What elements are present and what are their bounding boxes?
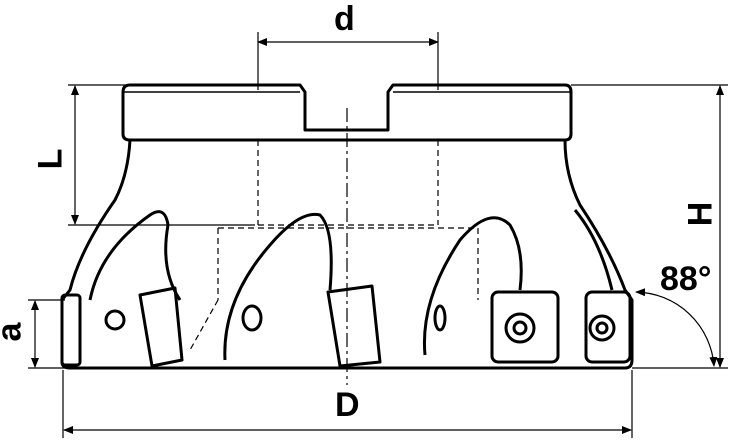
label-a: a [0,323,28,342]
insert-4 [584,290,632,364]
flute-3 [422,216,523,356]
insert-1 [138,286,184,368]
screw-3 [504,312,536,344]
hidden-bore [189,140,479,351]
label-D: D [335,386,360,424]
hole-2 [241,304,263,332]
screw-1 [104,309,126,331]
flute-4 [573,209,614,291]
flute-1 [88,210,182,301]
label-d: d [334,0,355,38]
insert-2 [326,284,382,368]
angle-arc [635,288,718,367]
label-angle: 88° [660,260,712,298]
label-H: H [681,201,720,227]
cutter-top-body [121,83,573,142]
cutter-body [60,139,634,370]
hole-3 [433,304,447,332]
insert-3 [490,290,560,364]
flute-2 [223,212,333,361]
label-L: L [31,148,70,170]
screw-4 [588,314,616,342]
